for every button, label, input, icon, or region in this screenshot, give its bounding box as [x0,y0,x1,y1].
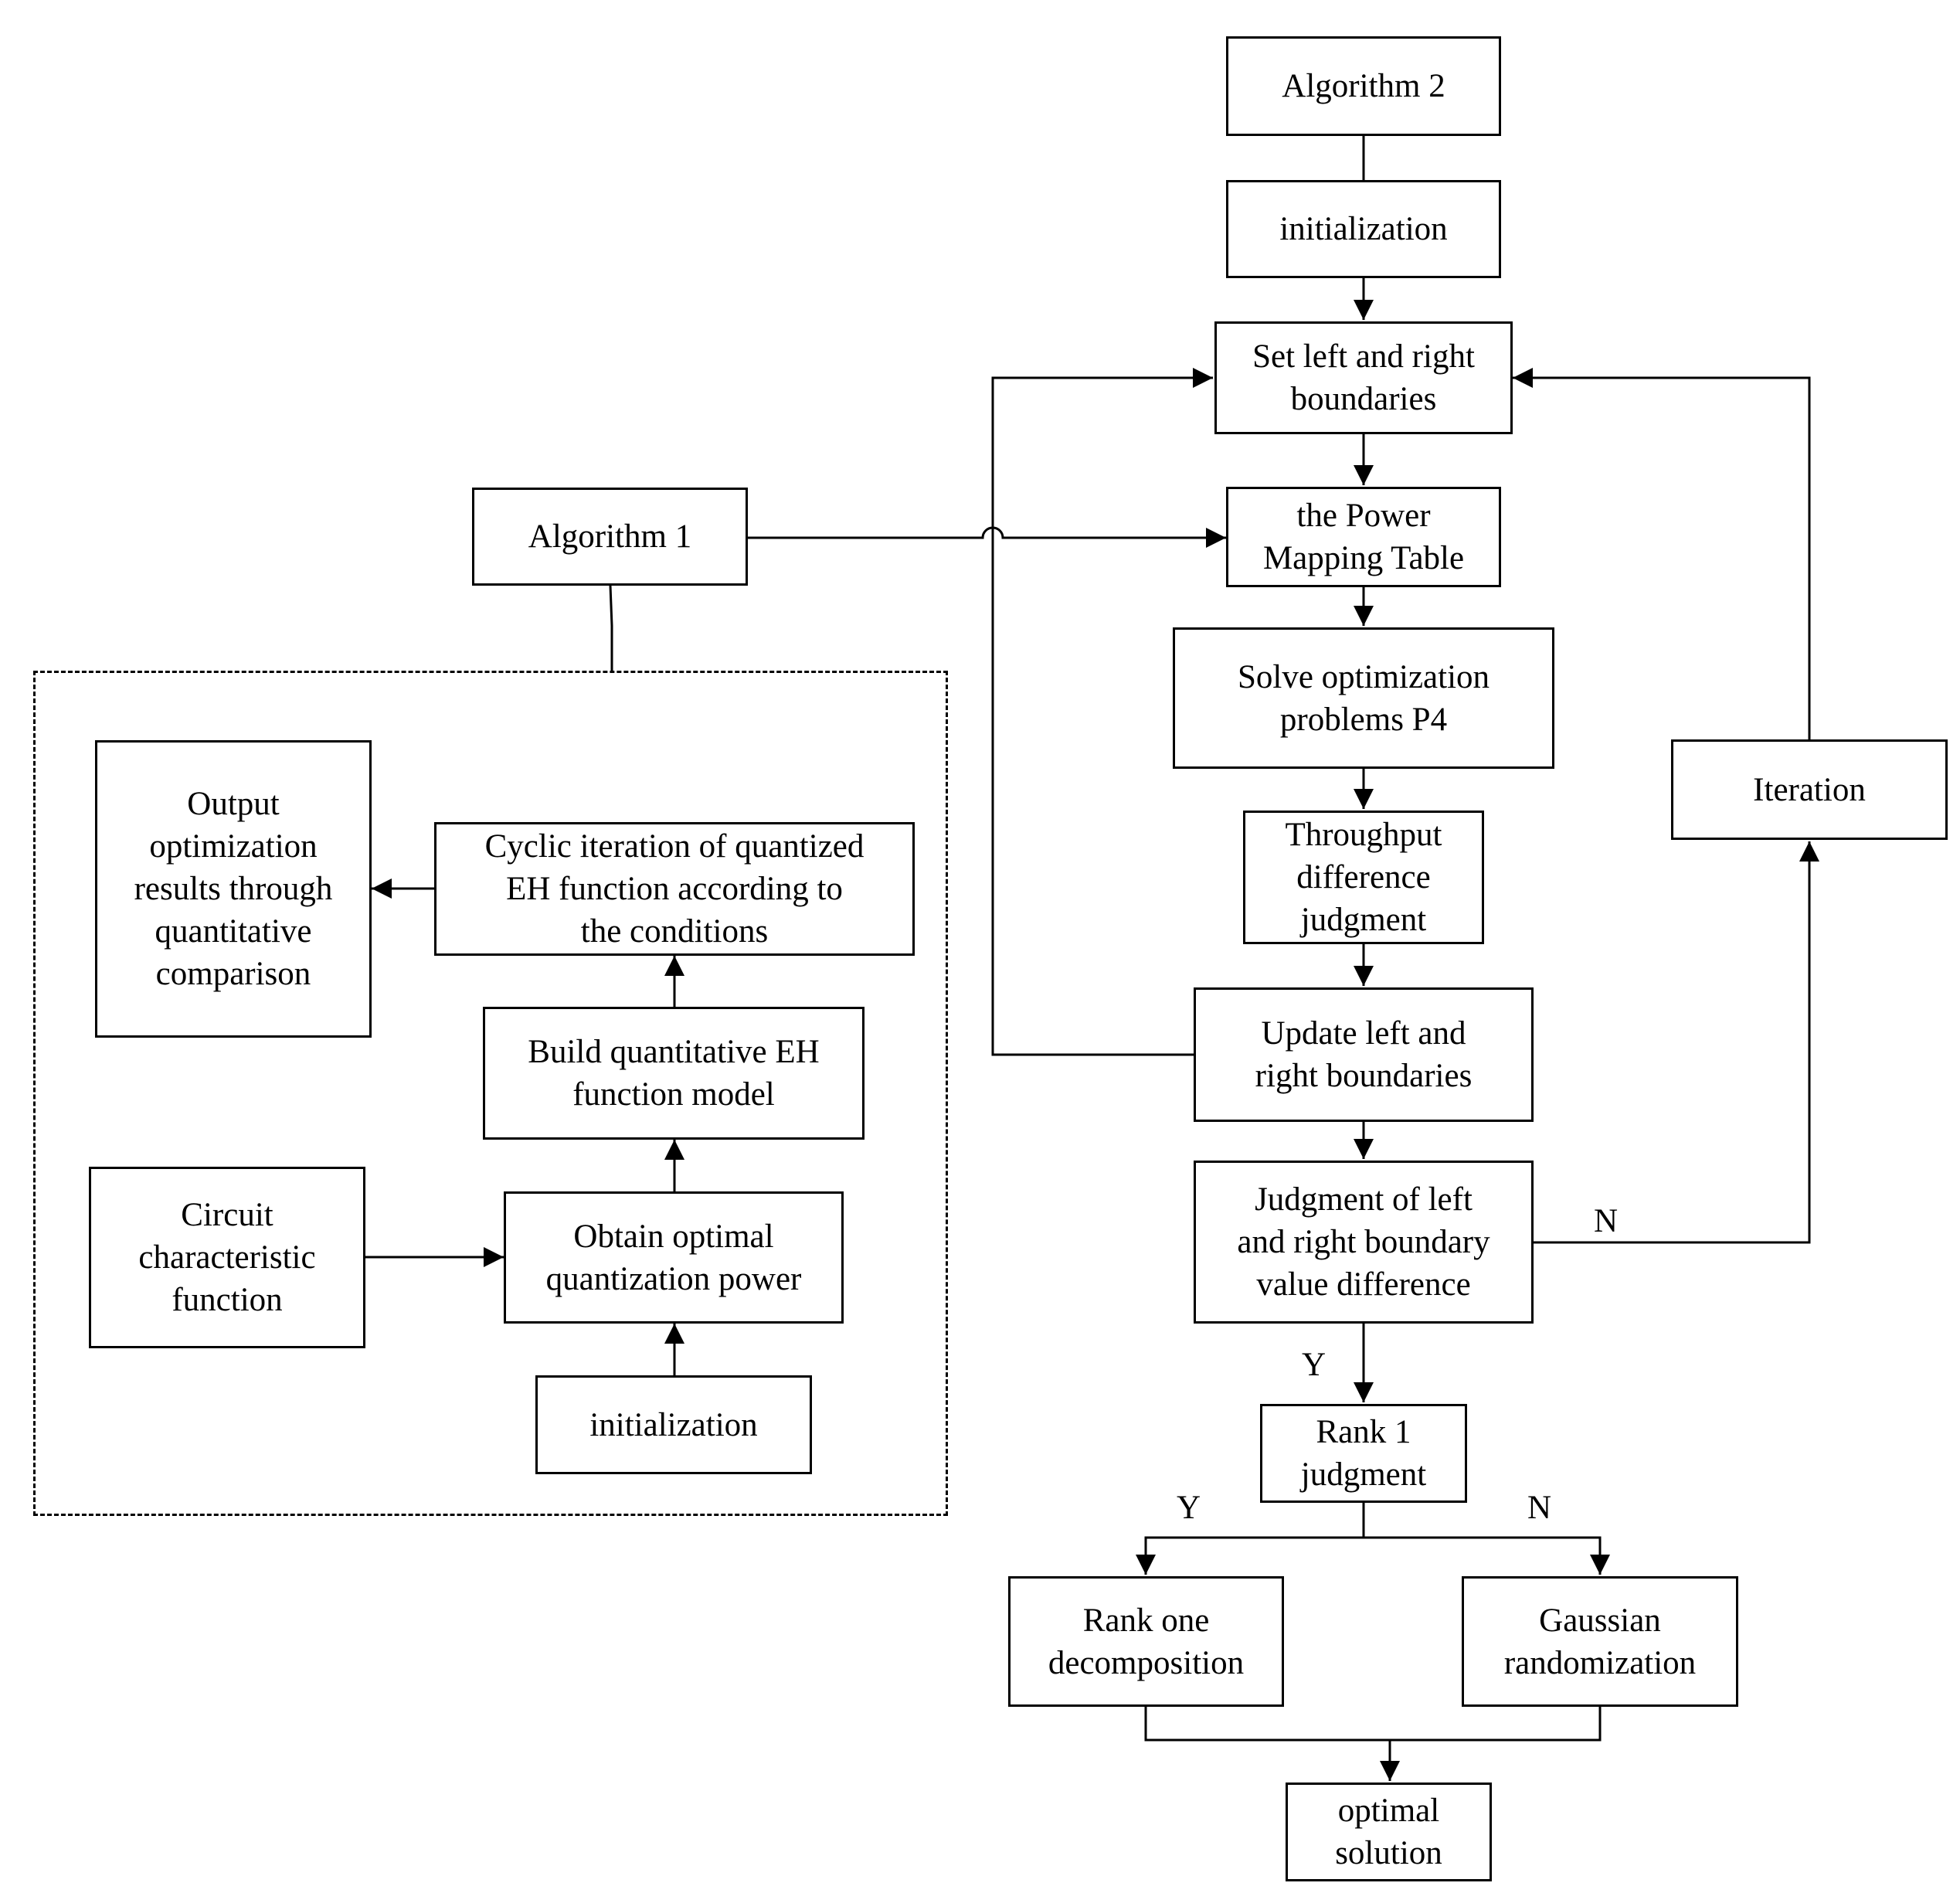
throughput-judgment-box: Throughput difference judgment [1243,811,1484,944]
alg1-initialization-label: initialization [589,1406,758,1443]
algorithm-1-label: Algorithm 1 [528,518,692,555]
rank1-judgment-box: Rank 1 judgment [1260,1404,1467,1503]
set-boundaries-box: Set left and right boundaries [1214,321,1513,434]
arrow-rank1-n-to-gaussian [1364,1536,1610,1575]
circuit-function-box: Circuit characteristic function [89,1167,365,1348]
gaussian-randomization-box: Gaussian randomization [1462,1576,1738,1707]
rank-one-decomposition-box: Rank one decomposition [1008,1576,1284,1707]
algorithm-1-dashed-region [33,671,948,1516]
line-merge-decomp [1144,1707,1602,1742]
throughput-judgment-label: Throughput difference judgment [1285,817,1442,938]
power-mapping-table-label: the Power Mapping Table [1262,498,1465,576]
solve-optimization-box: Solve optimization problems P4 [1173,627,1554,769]
solve-optimization-label: Solve optimization problems P4 [1237,658,1490,738]
line-alg1-to-region [609,585,613,671]
boundary-judgment-box: Judgment of left and right boundary valu… [1194,1161,1534,1324]
alg1-initialization-box: initialization [535,1375,812,1474]
obtain-power-label: Obtain optimal quantization power [545,1218,802,1297]
update-boundaries-box: Update left and right boundaries [1194,987,1534,1122]
optimal-solution-box: optimal solution [1286,1783,1492,1881]
rank1-judgment-label: Rank 1 judgment [1300,1414,1427,1493]
iteration-label: Iteration [1753,771,1866,808]
arrow-alg1-to-table [748,526,1226,548]
arrow-judgment-n-to-iteration [1534,841,1819,1244]
set-boundaries-label: Set left and right boundaries [1252,338,1475,417]
algorithm-2-label: Algorithm 2 [1282,68,1445,104]
power-mapping-table-box: the Power Mapping Table [1226,487,1501,587]
rank1-n-label: N [1527,1490,1552,1526]
optimal-solution-label: optimal solution [1335,1793,1442,1871]
boundary-judgment-label: Judgment of left and right boundary valu… [1237,1181,1490,1303]
rank-one-decomposition-label: Rank one decomposition [1048,1602,1245,1681]
judgment-y-label: Y [1302,1347,1326,1383]
judgment-n-label: N [1594,1203,1619,1239]
algorithm-2-box: Algorithm 2 [1226,36,1501,136]
alg2-initialization-label: initialization [1279,211,1448,247]
build-model-box: Build quantitative EH function model [483,1007,865,1140]
arrow-iteration-to-setbounds [1513,368,1811,739]
gaussian-randomization-label: Gaussian randomization [1503,1602,1697,1681]
rank1-y-label: Y [1177,1490,1201,1526]
cyclic-iteration-box: Cyclic iteration of quantized EH functio… [434,822,915,956]
circuit-function-label: Circuit characteristic function [138,1197,316,1318]
cyclic-iteration-label: Cyclic iteration of quantized EH functio… [484,828,865,950]
arrow-rank1-y-to-decomp [1136,1536,1364,1575]
update-boundaries-label: Update left and right boundaries [1255,1015,1473,1094]
build-model-label: Build quantitative EH function model [528,1034,820,1113]
algorithm-1-box: Algorithm 1 [472,488,748,586]
alg2-initialization-box: initialization [1226,180,1501,278]
arrow-update-loop-to-setbounds [991,368,1213,1056]
iteration-box: Iteration [1671,739,1948,840]
output-optimization-label: Output optimization results through quan… [134,786,333,992]
output-optimization-box: Output optimization results through quan… [95,740,372,1038]
obtain-power-box: Obtain optimal quantization power [504,1191,844,1324]
